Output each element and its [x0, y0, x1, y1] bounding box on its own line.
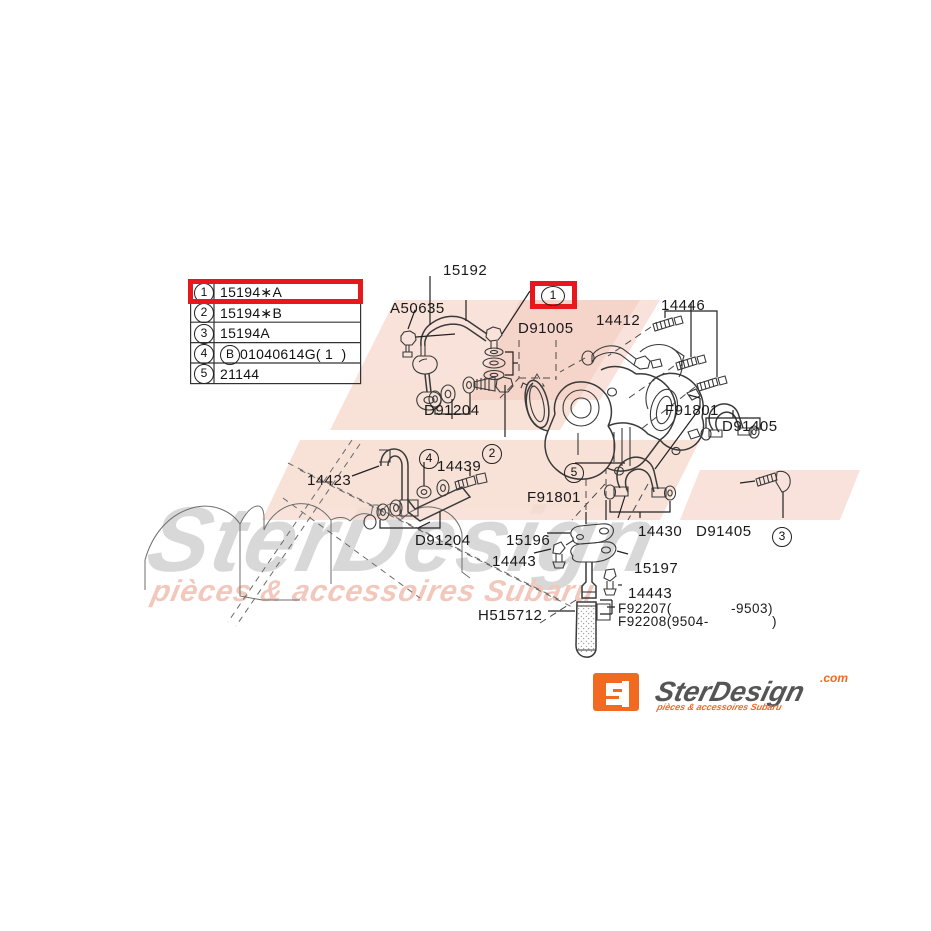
logo-tagline: pièces & accessoires Subaru — [655, 702, 783, 712]
logo-tld: .com — [820, 671, 848, 685]
callout-d91405-top: D91405 — [722, 418, 778, 435]
legend-ref-4: 4 — [194, 344, 214, 364]
sterdesign-logo: SterDesign .com pièces & accessoires Sub… — [593, 671, 848, 712]
legend-part-2: 15194∗B — [220, 305, 283, 321]
legend-prefix-circle-b: B — [220, 345, 240, 365]
legend-ref-5: 5 — [194, 364, 214, 384]
callout-14446: 14446 — [661, 297, 706, 314]
callout-f92208: F92208(9504- — [618, 614, 709, 629]
callout-f92208-close: ) — [772, 614, 777, 629]
legend-part-5: 21144 — [220, 366, 260, 382]
callout-15197: 15197 — [634, 560, 679, 577]
marker-ref-1: 1 — [541, 286, 565, 306]
callout-14443-top: 14443 — [492, 553, 537, 570]
callout-d91204-low: D91204 — [415, 532, 471, 549]
legend-part-4: 01040614G( 1 ) — [240, 346, 347, 362]
logo-monogram — [606, 683, 626, 705]
callout-d91204-top: D91204 — [424, 402, 480, 419]
callout-f92207-range: -9503) — [731, 601, 774, 616]
callout-d91005: D91005 — [518, 320, 574, 337]
callout-14439: 14439 — [437, 458, 482, 475]
marker-ref-2: 2 — [482, 444, 502, 464]
marker-ref-4: 4 — [419, 449, 439, 469]
callout-f91801-low: F91801 — [527, 489, 581, 506]
highlight-box-callout-one — [530, 281, 577, 309]
callout-a50635: A50635 — [390, 300, 445, 317]
legend-ref-2: 2 — [194, 303, 214, 323]
legend-part-3: 15194A — [220, 325, 271, 341]
callout-15192: 15192 — [443, 262, 488, 279]
callout-14412: 14412 — [596, 312, 641, 329]
callout-14430: 14430 — [638, 523, 683, 540]
callout-15196: 15196 — [506, 532, 551, 549]
callout-14423: 14423 — [307, 472, 352, 489]
callout-14443-low: 14443 — [628, 585, 673, 602]
legend-ref-3: 3 — [194, 324, 214, 344]
logo-brand-text: SterDesign — [652, 676, 808, 708]
callout-h515712: H515712 — [478, 607, 543, 624]
marker-ref-3: 3 — [772, 527, 792, 547]
callout-d91405-low: D91405 — [696, 523, 752, 540]
callout-f91801-top: F91801 — [665, 402, 719, 419]
highlight-box-row-one — [188, 279, 363, 304]
callout-f92207: F92207( — [618, 601, 672, 616]
legend-part-1: 15194∗A — [220, 284, 283, 300]
marker-ref-5: 5 — [564, 463, 584, 483]
